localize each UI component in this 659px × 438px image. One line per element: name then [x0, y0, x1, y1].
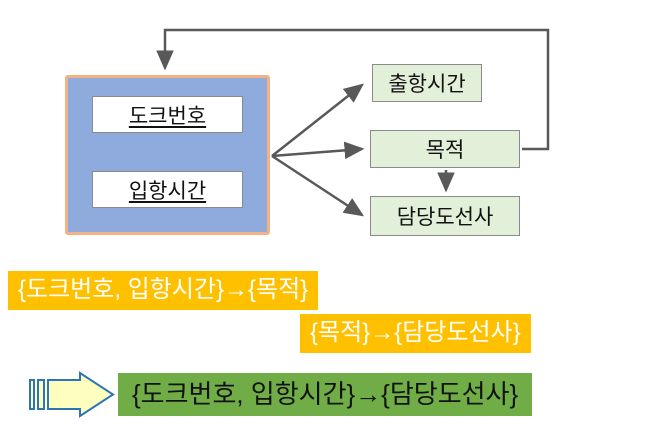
dependency-statement-1: {도크번호, 입항시간}→{목적}	[8, 271, 319, 310]
node-departure-time-label: 출항시간	[388, 73, 466, 96]
field-arrival-time-label: 입항시간	[128, 179, 207, 203]
node-departure-time: 출항시간	[372, 64, 482, 102]
dependency-statement-1-text: {도크번호, 입항시간}→{목적}	[18, 276, 309, 303]
entity-box: 도크번호 입항시간	[65, 75, 270, 235]
field-dock-number-label: 도크번호	[128, 104, 207, 128]
arrow-entity-to-pilot	[271, 154, 365, 217]
node-pilot-in-charge-label: 담당도선사	[396, 206, 494, 229]
node-pilot-in-charge: 담당도선사	[370, 196, 520, 236]
arrow-entity-to-departure	[271, 83, 364, 157]
striped-right-arrow-icon	[29, 371, 115, 418]
conclusion-statement: {도크번호, 입항시간}→{담당도선사}	[118, 373, 533, 416]
field-arrival-time: 입항시간	[92, 171, 243, 208]
node-purpose-label: 목적	[425, 139, 465, 162]
field-dock-number: 도크번호	[92, 96, 243, 133]
dependency-statement-2-text: {목적}→{담당도선사}	[310, 319, 521, 346]
arrow-entity-to-purpose	[271, 141, 365, 160]
conclusion-statement-text: {도크번호, 입항시간}→{담당도선사}	[132, 379, 519, 409]
node-purpose: 목적	[370, 130, 520, 168]
dependency-statement-2: {목적}→{담당도선사}	[300, 314, 531, 353]
